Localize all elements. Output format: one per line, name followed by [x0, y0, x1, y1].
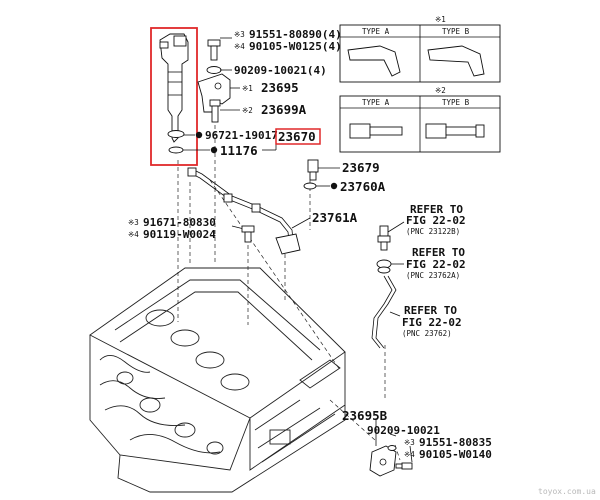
type-box-1 [339, 24, 501, 83]
refer-3-line-2: FIG 22-02 [402, 316, 462, 329]
refer-1-line-2: FIG 22-02 [406, 214, 466, 227]
leader-lines-bottom [375, 420, 413, 463]
bracket-nut-part[interactable] [387, 445, 397, 451]
gasket-ring-part[interactable] [167, 130, 185, 138]
refer-1-pnc: (PNC 23122B) [406, 227, 460, 236]
bracket-bolt-part[interactable] [395, 462, 413, 470]
bracket-bolt-m4-label: 90105-W0140 [419, 448, 492, 461]
bracket-mark-4: ※4 [404, 450, 415, 459]
injector-highlight-box [150, 27, 198, 166]
refer-2-pnc: (PNC 23762A) [406, 271, 460, 280]
leak-pipe-part[interactable] [187, 167, 301, 255]
injector-bolt-part[interactable] [207, 39, 221, 61]
refer-1-line-1: REFER TO [410, 203, 463, 216]
union-label: 23679 [342, 160, 380, 175]
refer-3-line-1: REFER TO [404, 304, 457, 317]
watermark: toyox.com.ua [538, 487, 596, 496]
clamp-bolt-part[interactable] [209, 99, 221, 123]
bracket-label: 23695B [342, 408, 388, 423]
bracket-bolt-m3-label: 91551-80835 [419, 436, 492, 449]
mark-2-label: ※2 [242, 106, 253, 115]
injector-assy-highlight [275, 128, 321, 145]
gasket-bullet [195, 131, 203, 139]
bracket-nut-label: 90209-10021 [367, 424, 440, 437]
pipe-bolt-m4-label: 90119-W0024 [143, 228, 216, 241]
refer-2-line-1: REFER TO [412, 246, 465, 259]
mark-1-label: ※1 [242, 84, 253, 93]
clamp-bolt-label: 23699A [261, 102, 307, 117]
type-box-2-type-b: TYPE B [442, 98, 470, 107]
washer-bullet [210, 146, 218, 154]
injector-bolt-m4-label: 90105-W0125(4) [249, 40, 342, 53]
union-gasket-bullet [330, 182, 338, 190]
type-box-1-mark: ※1 [435, 15, 446, 24]
type-box-2-mark: ※2 [435, 86, 446, 95]
refer-2-line-2: FIG 22-02 [406, 258, 466, 271]
leak-pipe-label: 23761A [312, 210, 358, 225]
gasket-washer-part[interactable] [168, 146, 184, 154]
gasket-washer-label: 11176 [220, 143, 258, 158]
pipe-bolt-mark-3: ※3 [128, 218, 139, 227]
pipe-bolt-m3-label: 91671-80830 [143, 216, 216, 229]
bracket-mark-3: ※3 [404, 438, 415, 447]
injector-assy-label[interactable]: 23670 [278, 129, 316, 144]
injector-part[interactable] [159, 33, 189, 143]
union-part[interactable] [307, 159, 319, 181]
pipe-bolt-mark-4: ※4 [128, 230, 139, 239]
injector-nut-part[interactable] [206, 66, 222, 74]
mark-3-label: ※3 [234, 30, 245, 39]
pipe-bolt-part[interactable] [241, 225, 255, 243]
return-pipe-part[interactable] [371, 275, 397, 349]
union-gasket-part[interactable] [303, 182, 317, 190]
gasket-ring-label: 96721-19017 [205, 129, 278, 142]
type-box-1-type-a: TYPE A [362, 27, 390, 36]
clamp-label: 23695 [261, 80, 299, 95]
mark-4-label: ※4 [234, 42, 245, 51]
pressure-sensor-part[interactable] [377, 225, 391, 251]
injector-nut-label: 90209-10021(4) [234, 64, 327, 77]
type-box-1-type-b: TYPE B [442, 27, 470, 36]
retainer-part[interactable] [376, 259, 392, 274]
type-box-2 [339, 95, 501, 153]
engine-block [89, 267, 346, 493]
leader-lines-right [387, 221, 405, 317]
bracket-part[interactable] [369, 445, 397, 477]
refer-3-pnc: (PNC 23762) [402, 329, 452, 338]
union-gasket-label: 23760A [340, 179, 386, 194]
type-box-2-type-a: TYPE A [362, 98, 390, 107]
injector-bolt-m3-label: 91551-80890(4) [249, 28, 342, 41]
